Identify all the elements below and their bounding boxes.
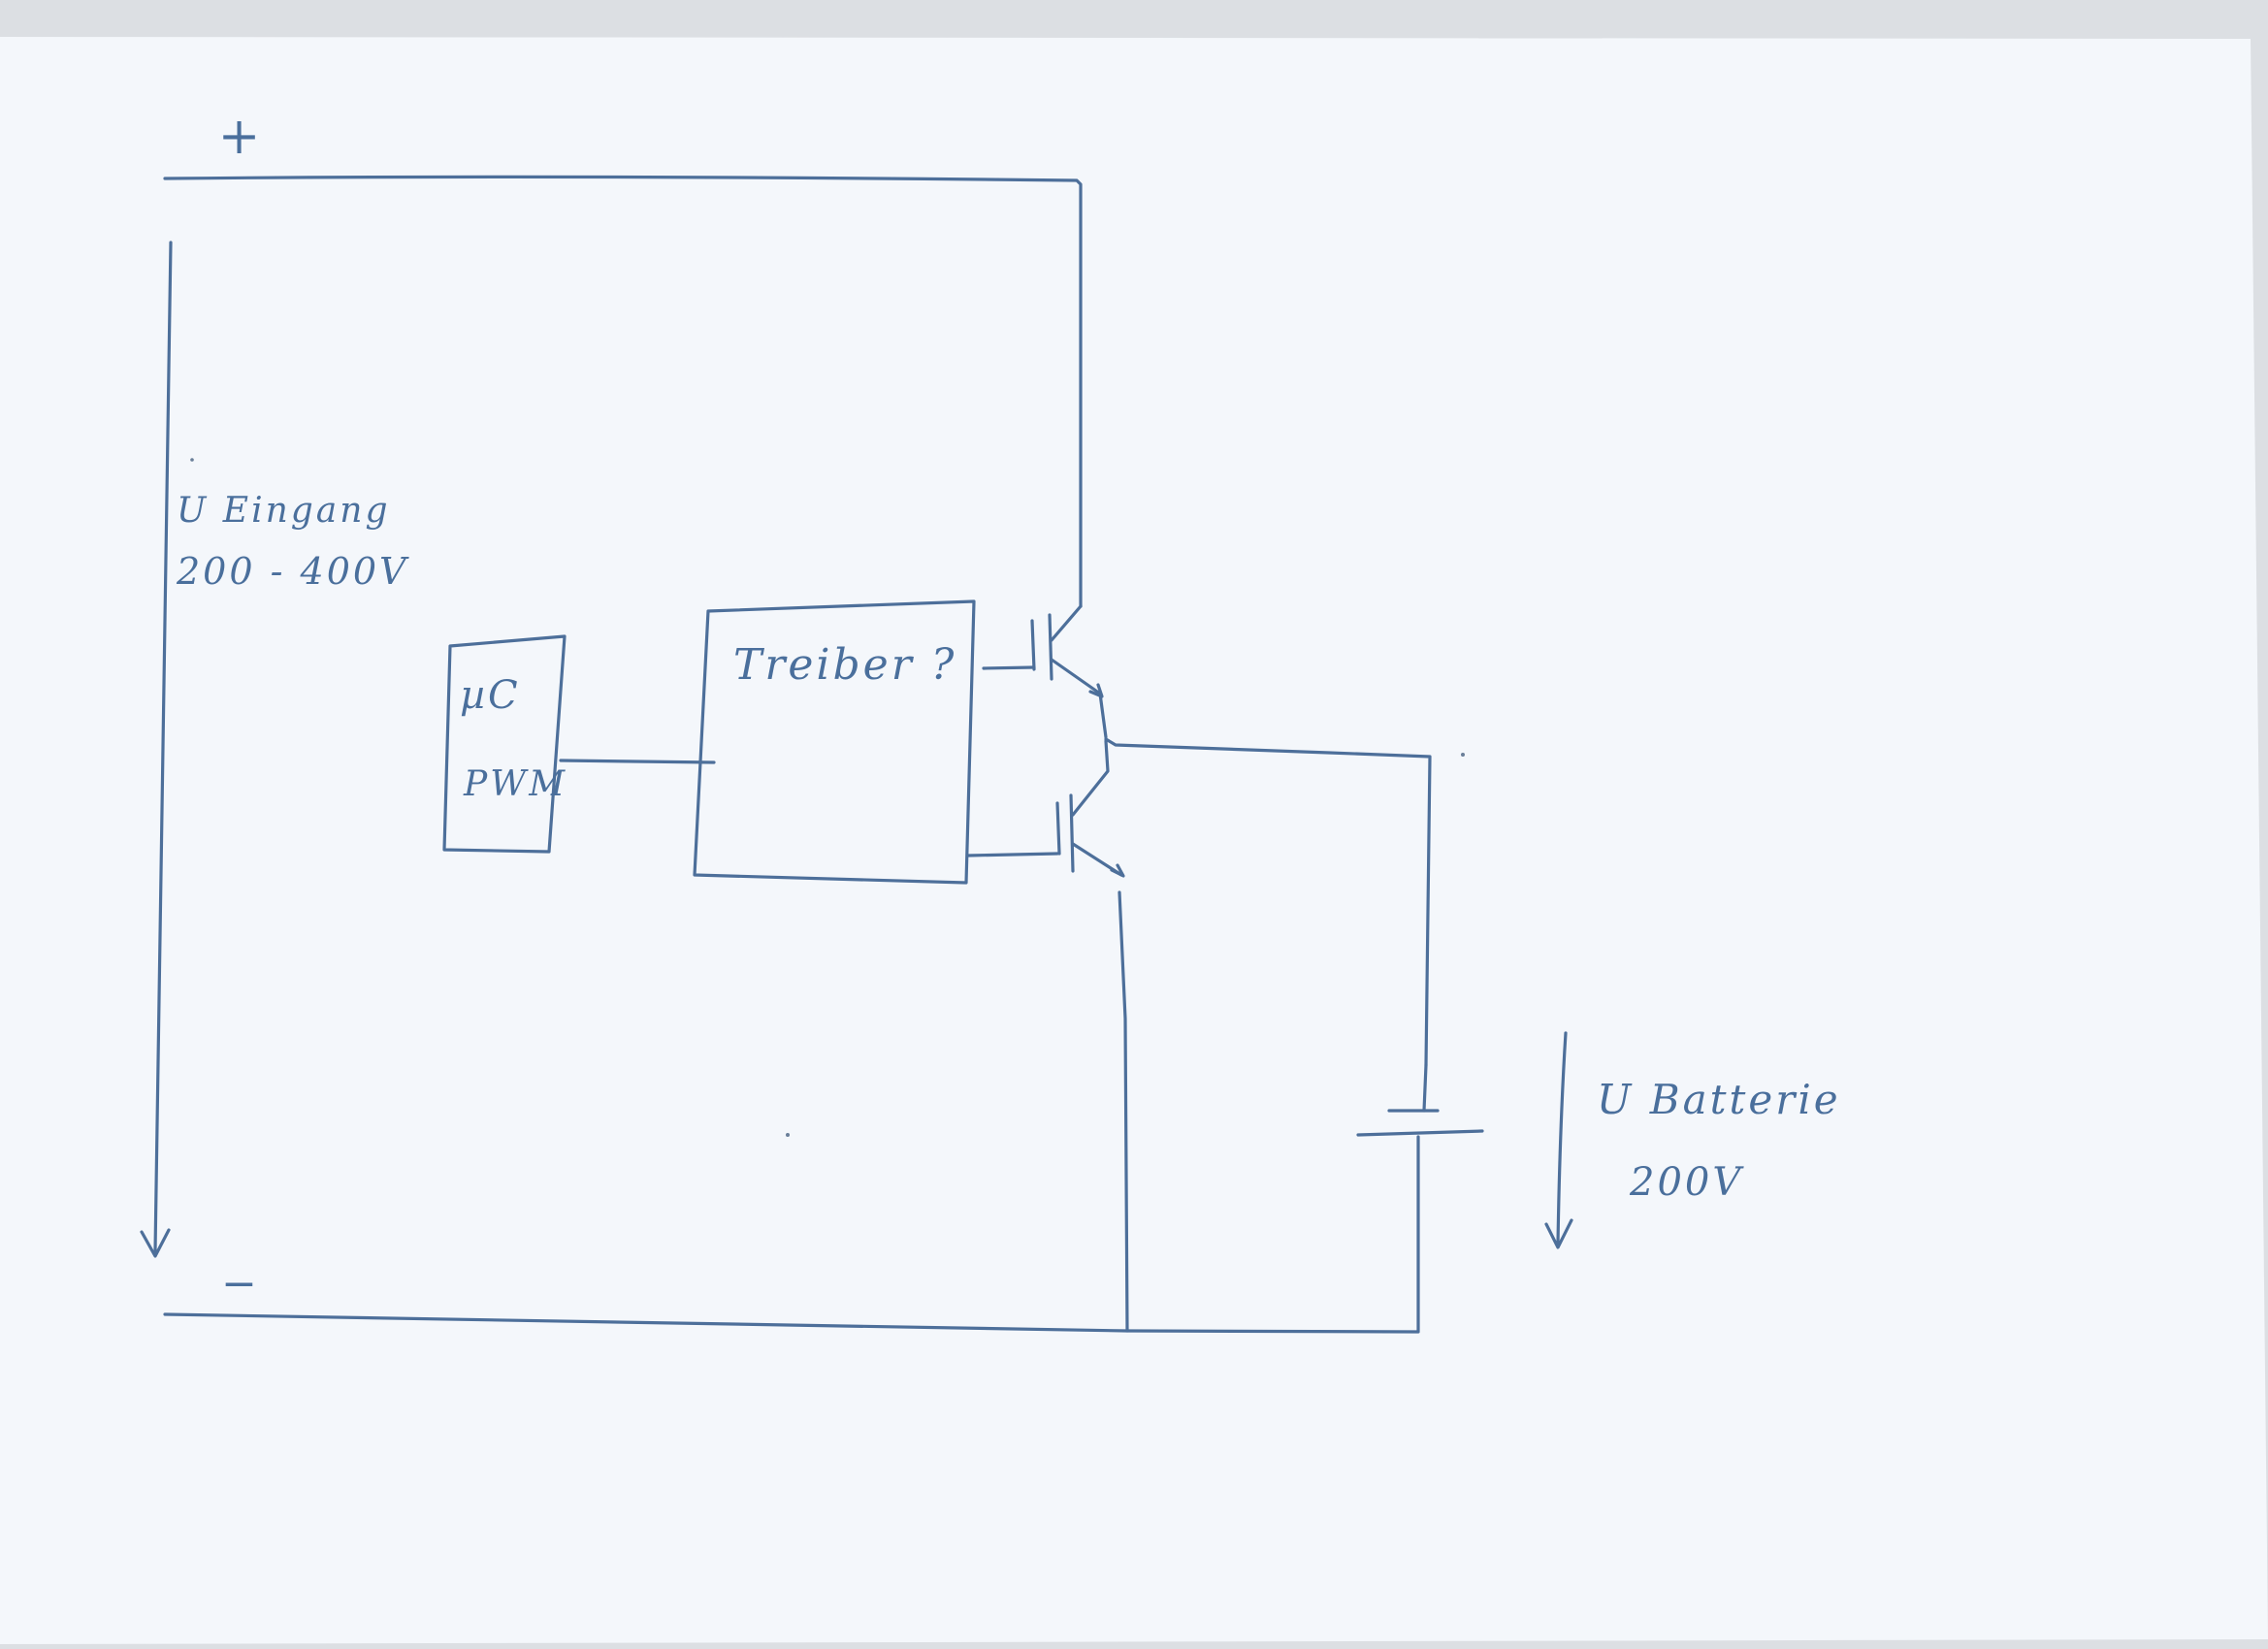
lower-transistor-gate <box>1055 801 1061 856</box>
battery-voltage-label: U Batterie <box>1597 1076 1841 1123</box>
input-voltage-arrowhead <box>140 1228 171 1258</box>
battery-voltage-arrowhead <box>1544 1218 1573 1249</box>
paper-sheet <box>0 37 2268 1644</box>
upper-transistor-arrow <box>1088 683 1104 698</box>
stray-dot <box>1461 753 1465 757</box>
lower-transistor-arrow <box>1110 863 1125 878</box>
input-voltage-arrow-shaft <box>153 241 173 1253</box>
microcontroller-pwm-box <box>442 634 567 854</box>
battery-voltage-arrow-shaft <box>1556 1031 1568 1245</box>
upper-transistor-channel <box>1048 613 1053 681</box>
driver-box <box>693 599 976 885</box>
input-voltage-range: 200 - 400V <box>176 550 409 593</box>
stray-dot <box>190 458 194 462</box>
lower-transistor-channel <box>1069 793 1075 873</box>
positive-rail-wire <box>163 175 1083 608</box>
pwm-label: PWM <box>463 764 567 804</box>
battery-top-lead <box>1422 1063 1428 1113</box>
driver-label: Treiber ? <box>733 640 956 690</box>
upper-transistor-gate <box>1030 619 1036 671</box>
input-voltage-label: U Eingang <box>177 491 391 531</box>
battery-negative-plate <box>1356 1129 1484 1137</box>
battery-voltage-value: 200V <box>1629 1160 1744 1205</box>
plus-sign: + <box>218 108 264 166</box>
stray-dot <box>786 1133 790 1137</box>
negative-rail-wire <box>163 1135 1420 1334</box>
upper-gate-wire <box>982 665 1036 670</box>
lower-transistor-collector <box>1071 739 1110 817</box>
minus-sign: − <box>221 1259 260 1309</box>
pwm-signal-wire <box>559 759 716 764</box>
output-node-wire <box>1104 737 1432 1067</box>
lower-gate-wire <box>966 852 1059 857</box>
freewheel-return-wire <box>1118 890 1129 1333</box>
upper-transistor-collector <box>1050 604 1083 642</box>
microcontroller-label: µC <box>460 673 521 718</box>
